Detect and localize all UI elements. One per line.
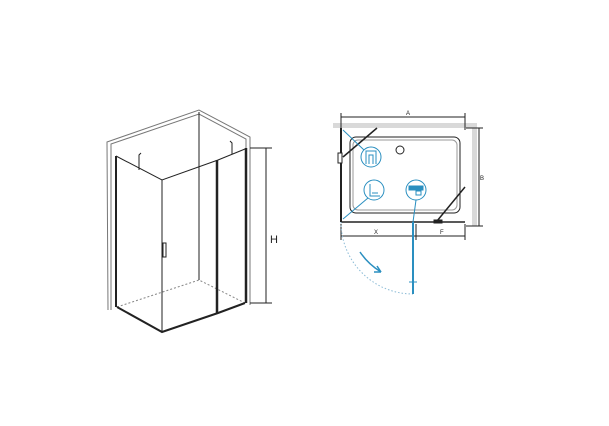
fixed-panel-label: F <box>440 230 444 236</box>
bottom-profile <box>116 302 246 334</box>
width-label: A <box>406 111 410 117</box>
dimension-a <box>340 113 466 130</box>
wall-profile-icon <box>363 179 385 201</box>
hinge-icon <box>405 179 427 201</box>
dimension-b <box>466 127 483 227</box>
stabilizer-bar <box>138 152 142 170</box>
shower-tray-inner <box>352 139 458 211</box>
shower-tray-icon <box>360 146 382 168</box>
dimension-x-f <box>340 224 466 240</box>
handle-icon <box>162 242 167 258</box>
drain-icon <box>395 145 405 155</box>
clamp <box>337 152 343 164</box>
door-width-label: X <box>374 230 378 236</box>
top-rail <box>115 148 246 181</box>
bracket <box>342 127 378 158</box>
wall <box>106 109 251 311</box>
swing-arrow-icon <box>359 251 382 273</box>
height-label: H <box>270 234 278 246</box>
depth-label: B <box>480 176 484 182</box>
clamp <box>433 219 443 224</box>
plan-view <box>333 113 483 295</box>
isometric-view <box>106 109 272 334</box>
wall-right <box>472 128 477 226</box>
swing-arrow-head <box>374 265 382 273</box>
shower-tray <box>349 136 461 214</box>
stabilizer-bar <box>229 140 233 154</box>
height-dimension <box>250 147 272 304</box>
bracket <box>436 186 466 222</box>
floor-dotted <box>116 279 246 308</box>
wall-top <box>333 123 477 128</box>
door-swing-arc <box>340 221 414 295</box>
